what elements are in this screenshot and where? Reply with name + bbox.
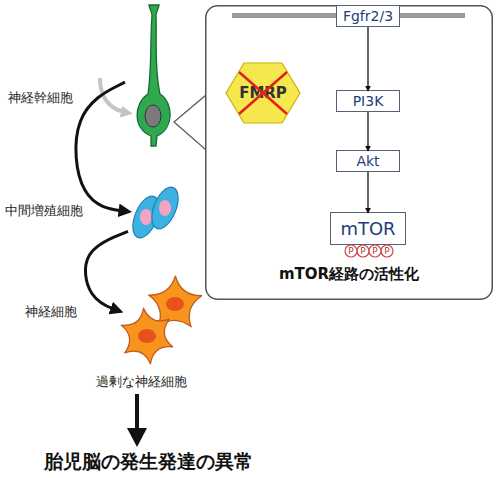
cell-label: 神経細胞 — [25, 304, 110, 320]
pathway-panel: mTOR経路の活性化 Fgfr2/3FMRP PI3K Akt mTOR — [205, 5, 493, 300]
cell-label: 中間増殖細胞 — [5, 203, 120, 219]
stem-cell-shape — [125, 4, 180, 146]
flow-arrow — [367, 172, 368, 212]
molecule-name: PI3K — [353, 93, 384, 110]
molecule-name: Akt — [356, 153, 379, 170]
phospho-circle — [345, 245, 357, 257]
neuron-cell — [121, 308, 173, 364]
phospho-circle — [369, 245, 381, 257]
panel-title: mTOR経路の活性化 — [205, 265, 493, 283]
result-label: 過剰な神経細胞 — [96, 375, 187, 388]
progenitor-cells: 中間増殖細胞 — [128, 183, 182, 240]
deletion-cross — [239, 72, 287, 114]
cell-nucleus — [140, 209, 152, 225]
result-arrow-shaft — [135, 394, 139, 430]
stem-cell: 神経幹細胞 — [125, 4, 180, 146]
kinase-box: PI3K — [336, 90, 400, 112]
callout-wedge — [174, 95, 206, 150]
phospho-circle — [381, 245, 393, 257]
pathway-panel — [206, 6, 493, 300]
molecule-name: mTOR — [340, 218, 395, 240]
phospho-circle — [357, 245, 369, 257]
mtor-box: mTOR — [330, 212, 406, 245]
flow-arrow — [85, 231, 128, 311]
cell-nucleus — [166, 297, 184, 311]
cell-nucleus — [145, 105, 161, 127]
flow-arrow — [367, 112, 368, 150]
progenitor-cell — [147, 183, 184, 232]
fmrp-hexagon: FMRP — [225, 62, 301, 124]
receptor-box: Fgfr2/3 — [336, 5, 400, 27]
cell-nucleus — [138, 329, 156, 343]
result-arrow-head — [127, 428, 147, 447]
flow-arrow — [367, 27, 368, 90]
fmrp-hexagon — [226, 63, 300, 123]
deletion-mark — [225, 62, 301, 124]
neuron-cells: 神経細胞 — [115, 276, 207, 364]
deletion-cross — [239, 72, 287, 114]
conclusion-label: 胎児脳の発生発達の異常 — [44, 452, 253, 471]
flow-arrow — [76, 82, 128, 211]
self-renewal-arrow — [100, 78, 128, 113]
kinase-box: Akt — [336, 150, 400, 172]
neuron-cell — [149, 276, 202, 327]
cell-nucleus — [159, 200, 171, 216]
neuron-cells-shape — [115, 276, 207, 364]
cell-label: 神経幹細胞 — [8, 90, 118, 106]
molecule-name: Fgfr2/3 — [343, 8, 393, 25]
stem-cell-body — [137, 5, 170, 146]
progenitor-cells-shape — [128, 183, 182, 240]
